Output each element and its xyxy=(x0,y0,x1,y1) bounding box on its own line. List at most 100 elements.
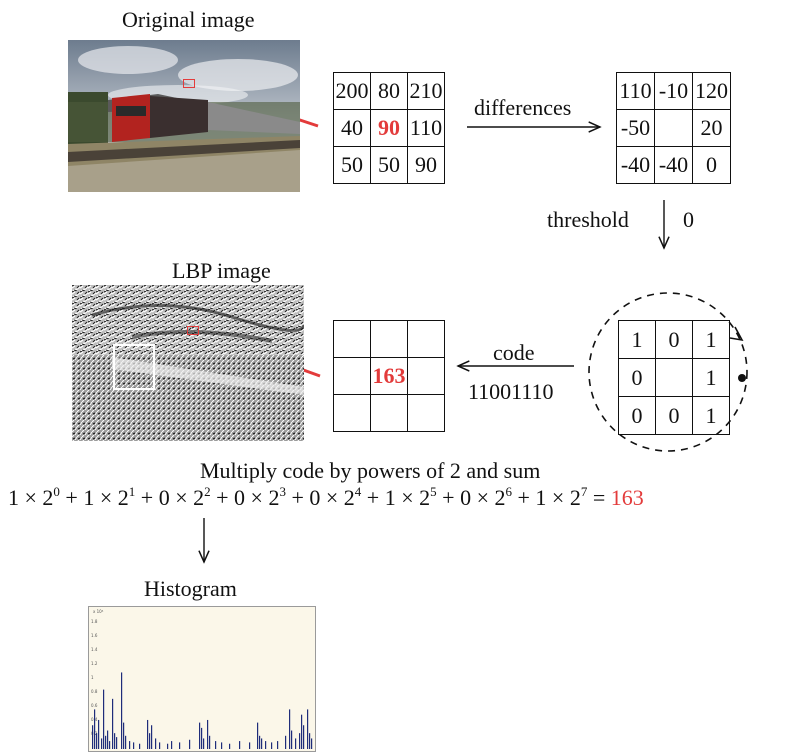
histogram-bar xyxy=(179,742,181,749)
circular-neighborhood xyxy=(588,292,748,452)
differences-label: differences xyxy=(474,95,572,120)
formula-term: + 1 × 27 xyxy=(511,484,588,510)
original-image-heading: Original image xyxy=(122,7,255,32)
histogram-bar xyxy=(239,741,241,749)
histogram-bar xyxy=(291,730,293,749)
histogram-y-tick-label: 1.6 xyxy=(91,633,98,638)
histogram-bar xyxy=(277,741,279,749)
histogram-bar xyxy=(155,738,157,749)
histogram-y-tick-label: 0.6 xyxy=(91,703,98,708)
grid-cell: 20 xyxy=(692,109,731,147)
original-roi-marker xyxy=(183,79,195,88)
histogram-bar xyxy=(201,727,203,749)
grid-cell: 0 xyxy=(655,320,693,359)
center-pixel-value: 90 xyxy=(370,109,408,147)
histogram-bar xyxy=(209,735,211,749)
grid-cell xyxy=(654,109,693,147)
histogram-bar xyxy=(105,735,107,749)
grid-cell: 90 xyxy=(407,146,445,184)
histogram-bar xyxy=(229,743,231,749)
histogram-bar xyxy=(112,698,114,749)
histogram-bar xyxy=(285,735,287,749)
histogram-bar xyxy=(301,714,303,749)
formula-caption: Multiply code by powers of 2 and sum xyxy=(200,458,541,483)
histogram-y-tick-label: 0.8 xyxy=(91,689,98,694)
grid-cell xyxy=(370,320,408,358)
histogram-bar xyxy=(159,742,161,749)
formula-term: + 0 × 24 xyxy=(285,484,362,510)
histogram-bar xyxy=(171,741,173,749)
histogram-bar xyxy=(94,709,96,749)
histogram-bar xyxy=(189,739,191,749)
grid-cell: 110 xyxy=(616,72,655,110)
histogram-bar xyxy=(257,722,259,749)
histogram-bar xyxy=(299,733,301,749)
histogram-bar xyxy=(109,741,111,749)
grid-cell: 0 xyxy=(692,146,731,184)
grid-cell: -40 xyxy=(654,146,693,184)
grid-cell: 1 xyxy=(692,396,730,435)
grid-cell: 210 xyxy=(407,72,445,110)
histogram-bar xyxy=(259,735,261,749)
grid-cell: 200 xyxy=(333,72,371,110)
histogram-bar xyxy=(101,738,103,749)
histogram-bar xyxy=(116,737,118,749)
histogram-bar xyxy=(309,733,311,749)
histogram-bar xyxy=(265,741,267,749)
histogram-bar xyxy=(249,742,251,749)
histogram-bar xyxy=(221,742,223,749)
histogram-bar xyxy=(107,730,109,749)
formula-term: + 0 × 22 xyxy=(135,484,211,510)
histogram-bar xyxy=(133,742,135,749)
grid-cell: 120 xyxy=(692,72,731,110)
grid-cell xyxy=(333,394,371,432)
formula-term: + 0 × 23 xyxy=(210,484,286,510)
histogram-bar xyxy=(311,738,313,749)
formula-term: 1 × 20 xyxy=(8,484,60,510)
histogram-heading: Histogram xyxy=(144,576,237,601)
histogram-bar xyxy=(151,725,153,749)
lbp-result-grid: 163 xyxy=(333,320,445,432)
circular-start-dot xyxy=(738,374,746,382)
grid-cell: 110 xyxy=(407,109,445,147)
grid-cell: 50 xyxy=(333,146,371,184)
histogram-bar xyxy=(215,741,217,749)
histogram-chart: 1.81.61.41.210.80.60.40.2x 10⁴ xyxy=(88,606,316,752)
lbp-center-value: 163 xyxy=(370,357,408,395)
grid-cell: 1 xyxy=(618,320,656,359)
lbp-roi-marker xyxy=(187,326,199,335)
code-bits: 11001110 xyxy=(468,379,554,404)
histogram-bar xyxy=(149,733,151,749)
grid-cell xyxy=(333,320,371,358)
histogram-bar xyxy=(271,742,273,749)
histogram-bar xyxy=(203,738,205,749)
histogram-bar xyxy=(289,709,291,749)
histogram-bar xyxy=(129,741,131,749)
grid-cell: 80 xyxy=(370,72,408,110)
code-label: code xyxy=(493,340,535,365)
grid-cell: 0 xyxy=(618,358,656,397)
histogram-bar xyxy=(114,733,116,749)
histogram-bar xyxy=(121,672,123,749)
formula-expression: 1 × 20 + 1 × 21 + 0 × 22 + 0 × 23 + 0 × … xyxy=(8,484,644,510)
histogram-bar xyxy=(207,719,209,749)
grid-cell xyxy=(407,320,445,358)
formula-term: + 0 × 26 xyxy=(436,484,512,510)
grid-cell: 40 xyxy=(333,109,371,147)
histogram-bar xyxy=(123,722,125,749)
grid-cell: 1 xyxy=(692,358,730,397)
grid-cell: 0 xyxy=(655,396,693,435)
histogram-y-tick-label: 1.2 xyxy=(91,661,98,666)
grid-cell: -10 xyxy=(654,72,693,110)
histogram-bar xyxy=(98,719,100,749)
histogram-y-tick-label: 1.4 xyxy=(91,647,98,652)
grid-cell: 1 xyxy=(692,320,730,359)
threshold-value: 0 xyxy=(683,207,694,232)
histogram-background xyxy=(89,607,315,751)
grid-cell xyxy=(407,357,445,395)
histogram-bar xyxy=(125,735,127,749)
original-image xyxy=(68,40,300,192)
